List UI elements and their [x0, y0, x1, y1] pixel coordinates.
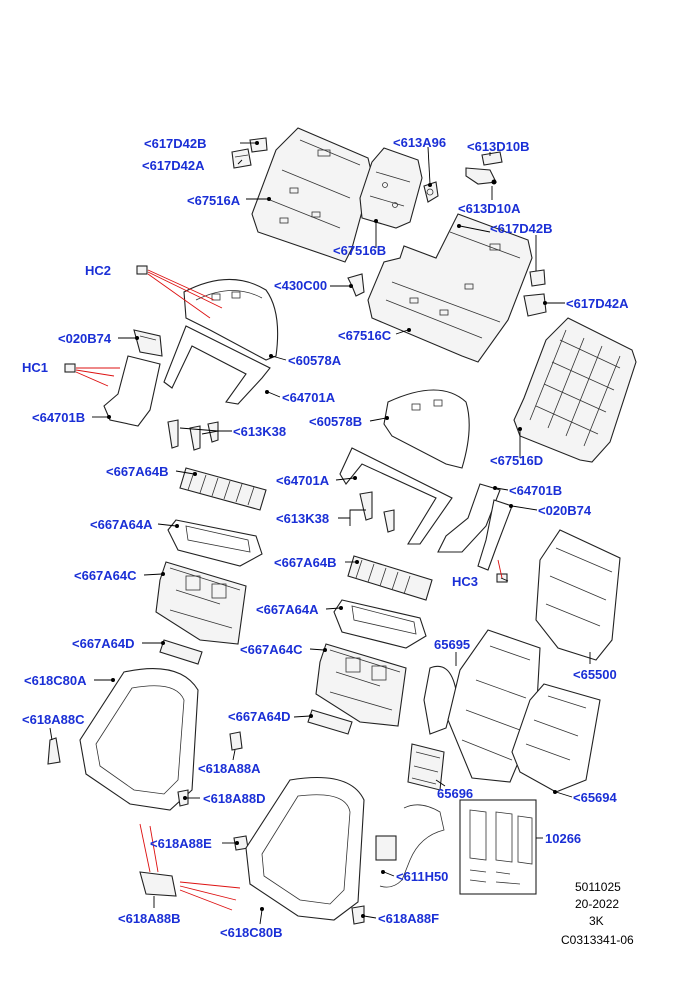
kit-10266-part [459, 799, 537, 895]
label-64701B-left[interactable]: <64701B [32, 410, 85, 425]
grille-667A64B-second-part [347, 555, 433, 601]
shroud-64701A-second-part [339, 447, 453, 545]
label-618A88B[interactable]: <618A88B [118, 911, 181, 926]
red-leader-lines [75, 269, 503, 911]
label-613D10B[interactable]: <613D10B [467, 139, 530, 154]
fastener-HC2-part [136, 265, 148, 275]
part-labels: <617D42B <617D42A <67516A <613A96 <613D1… [22, 135, 629, 940]
shroud-64701A-top-part [163, 325, 271, 405]
label-618A88D[interactable]: <618A88D [203, 791, 266, 806]
back-frame-65500-part [535, 529, 621, 661]
studs-613K38-bottom-part [359, 491, 395, 533]
cover-613D10B-part [465, 151, 503, 185]
label-611H50[interactable]: <611H50 [396, 869, 448, 884]
clip-617D42B-top-part [249, 137, 268, 153]
back-panel-67516A-part [251, 127, 373, 263]
housing-667A64C-first-part [155, 561, 247, 645]
label-64701A-left[interactable]: <64701A [282, 390, 336, 405]
label-67516B[interactable]: <67516B [333, 243, 386, 258]
label-618A88C[interactable]: <618A88C [22, 712, 85, 727]
label-618C80A[interactable]: <618C80A [24, 673, 87, 688]
harness-611H50-part [375, 804, 445, 888]
label-HC2[interactable]: HC2 [85, 263, 111, 278]
reference-block: 5011025 20-2022 3K C0313341-06 [561, 880, 634, 947]
clip-618A88B-part [139, 871, 177, 897]
frame-60578A-part [183, 278, 279, 361]
back-panel-67516B-part [359, 147, 423, 229]
housing-667A64C-second-part [315, 643, 407, 727]
clip-618A88A-part [229, 731, 243, 751]
label-617D42B-top[interactable]: <617D42B [144, 136, 207, 151]
clip-618A88F-part [351, 905, 365, 925]
label-667A64D-second[interactable]: <667A64D [228, 709, 291, 724]
clip-618A88C-part [47, 737, 61, 765]
label-667A64A-first[interactable]: <667A64A [90, 517, 153, 532]
leader-lines [49, 141, 591, 925]
pad-65694-part [511, 683, 601, 793]
label-618A88E[interactable]: <618A88E [150, 836, 212, 851]
label-60578A[interactable]: <60578A [288, 353, 342, 368]
label-67516A[interactable]: <67516A [187, 193, 241, 208]
label-67516C[interactable]: <67516C [338, 328, 392, 343]
bracket-020B74-left-part [133, 329, 163, 357]
label-617D42B-right[interactable]: <617D42B [490, 221, 553, 236]
grille-667A64B-first-part [179, 467, 267, 511]
label-10266[interactable]: 10266 [545, 831, 581, 846]
fastener-HC1-part [64, 363, 76, 373]
trim-64701B-right-part [437, 483, 513, 571]
trim-64701B-left-part [103, 355, 161, 427]
reference-date: 20-2022 [575, 897, 619, 911]
bracket-667A64D-first-part [159, 639, 203, 665]
cover-667A64A-first-part [167, 519, 263, 567]
reference-number: 5011025 [575, 880, 621, 894]
frame-60578B-part [383, 389, 470, 469]
label-020B74-left[interactable]: <020B74 [58, 331, 112, 346]
label-667A64D-first[interactable]: <667A64D [72, 636, 135, 651]
label-667A64C-first[interactable]: <667A64C [74, 568, 137, 583]
clip-617D42B-right-part [529, 269, 546, 287]
module-65696-part [407, 743, 445, 791]
label-67516D[interactable]: <67516D [490, 453, 543, 468]
label-618C80B[interactable]: <618C80B [220, 925, 283, 940]
label-430C00[interactable]: <430C00 [274, 278, 327, 293]
reference-code: 3K [589, 914, 604, 928]
label-613A96[interactable]: <613A96 [393, 135, 446, 150]
latch-613A96-part [423, 181, 439, 203]
frame-618C80A-part [79, 668, 199, 811]
label-667A64C-second[interactable]: <667A64C [240, 642, 303, 657]
cover-667A64A-second-part [333, 599, 427, 649]
bracket-667A64D-second-part [307, 709, 353, 735]
label-618A88F[interactable]: <618A88F [378, 911, 439, 926]
frame-618C80B-part [245, 777, 365, 921]
label-667A64B-second[interactable]: <667A64B [274, 555, 337, 570]
label-617D42A-right[interactable]: <617D42A [566, 296, 629, 311]
label-020B74-right[interactable]: <020B74 [538, 503, 592, 518]
studs-613K38-top-part [167, 419, 219, 451]
label-64701B-right[interactable]: <64701B [509, 483, 562, 498]
bracket-617D42A-top-part [231, 148, 252, 169]
label-60578B[interactable]: <60578B [309, 414, 362, 429]
label-667A64A-second[interactable]: <667A64A [256, 602, 319, 617]
label-64701A-right[interactable]: <64701A [276, 473, 330, 488]
label-65694[interactable]: <65694 [573, 790, 618, 805]
label-617D42A-top[interactable]: <617D42A [142, 158, 205, 173]
label-618A88A[interactable]: <618A88A [198, 761, 261, 776]
label-65500[interactable]: <65500 [573, 667, 617, 682]
reference-drawing-id: C0313341-06 [561, 933, 634, 947]
label-65696[interactable]: 65696 [437, 786, 473, 801]
label-65695[interactable]: 65695 [434, 637, 470, 652]
cushion-65695-part [423, 665, 457, 735]
label-613K38-top[interactable]: <613K38 [233, 424, 286, 439]
bracket-617D42A-right-part [523, 293, 547, 317]
label-HC1[interactable]: HC1 [22, 360, 48, 375]
label-HC3[interactable]: HC3 [452, 574, 478, 589]
label-667A64B-first[interactable]: <667A64B [106, 464, 169, 479]
label-613K38-bottom[interactable]: <613K38 [276, 511, 329, 526]
label-613D10A[interactable]: <613D10A [458, 201, 521, 216]
back-panel-67516D-part [513, 317, 637, 463]
back-panel-67516C-part [367, 213, 533, 363]
